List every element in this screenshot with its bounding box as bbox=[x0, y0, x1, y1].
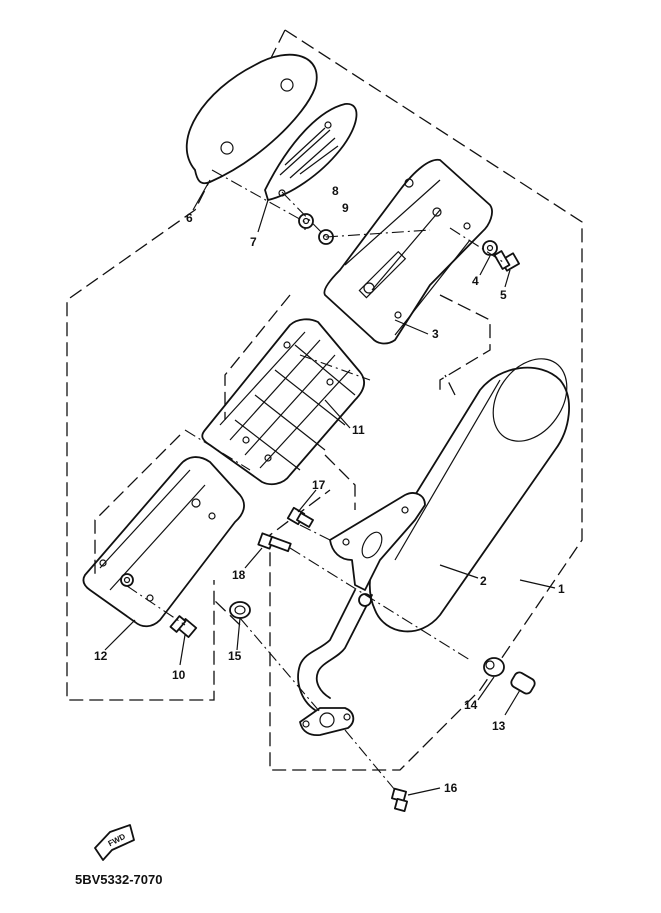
callout-9: 9 bbox=[342, 201, 349, 215]
part-16-bolt bbox=[391, 787, 409, 813]
assembly-1-outline bbox=[269, 29, 583, 771]
part-5-bolt bbox=[493, 250, 520, 272]
callout-7: 7 bbox=[250, 235, 257, 249]
part-11-mesh-protector bbox=[201, 318, 365, 486]
callout-17: 17 bbox=[312, 478, 326, 492]
part-4-washer bbox=[482, 240, 498, 256]
callout-18: 18 bbox=[232, 568, 246, 582]
callout-15: 15 bbox=[228, 649, 242, 663]
callout-6: 6 bbox=[186, 211, 193, 225]
callout-10: 10 bbox=[172, 668, 186, 682]
callout-2: 2 bbox=[480, 574, 487, 588]
callout-5: 5 bbox=[500, 288, 507, 302]
callout-11: 11 bbox=[352, 423, 365, 437]
part-8-washer bbox=[298, 213, 314, 229]
cover-group-outline bbox=[439, 294, 491, 395]
muffler-bracket bbox=[329, 492, 426, 591]
part-7-heat-protector bbox=[264, 103, 358, 201]
assembly-guide-lines bbox=[94, 169, 504, 791]
leader-lines bbox=[104, 179, 556, 796]
part-18-bolt bbox=[257, 532, 292, 553]
part-13-damper bbox=[510, 671, 536, 695]
forward-arrow-icon: FWD bbox=[94, 824, 135, 861]
diagram-code: 5BV5332-7070 bbox=[75, 872, 162, 887]
part-2-muffler bbox=[368, 358, 570, 633]
part-15-gasket bbox=[229, 601, 251, 619]
callout-8: 8 bbox=[332, 184, 339, 198]
part-12-inner-cover bbox=[82, 456, 245, 628]
callout-16: 16 bbox=[444, 781, 458, 795]
part-3-main-cover bbox=[323, 158, 493, 345]
callout-4: 4 bbox=[472, 274, 479, 288]
part-14-collar bbox=[483, 657, 505, 677]
callout-12: 12 bbox=[94, 649, 108, 663]
callout-1: 1 bbox=[558, 582, 565, 596]
callout-13: 13 bbox=[492, 719, 506, 733]
callout-14: 14 bbox=[464, 698, 478, 712]
callout-3: 3 bbox=[432, 327, 439, 341]
callout-labels: 1 2 3 4 5 6 7 8 9 10 11 12 13 14 15 16 1… bbox=[94, 184, 565, 795]
part-17-bolt bbox=[286, 506, 314, 528]
part-10-bolt bbox=[169, 615, 198, 638]
exhaust-pipe bbox=[297, 589, 373, 737]
